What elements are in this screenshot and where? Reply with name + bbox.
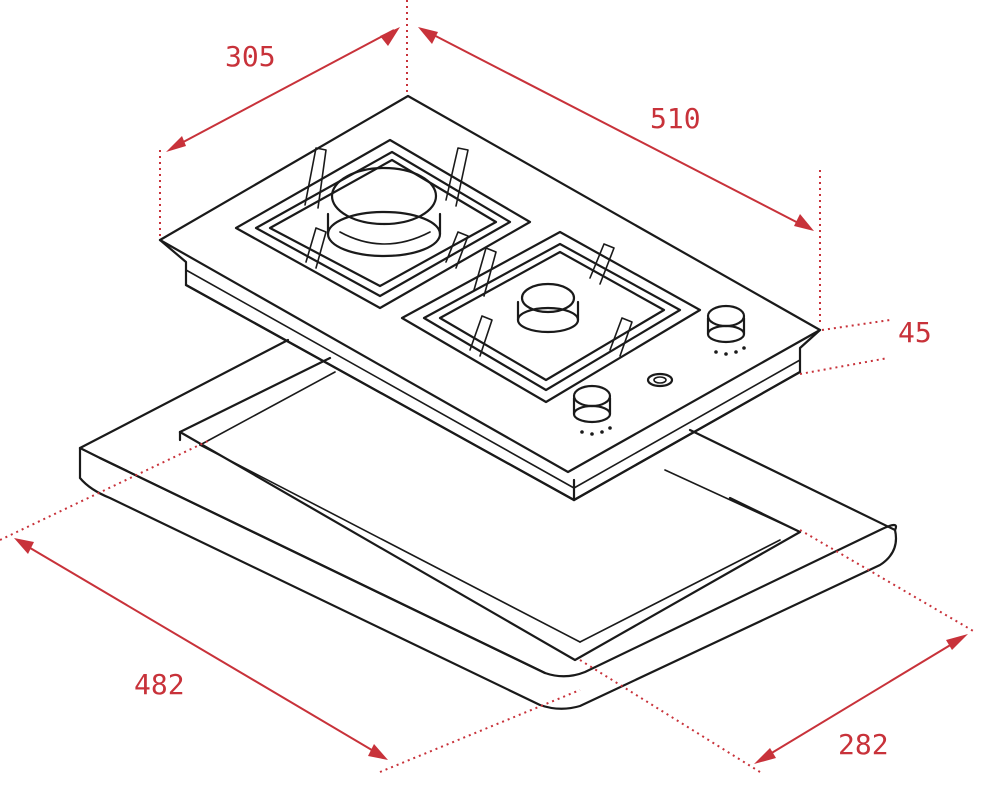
dimension-45: 45 — [799, 316, 932, 375]
dimension-282: 282 — [579, 529, 976, 773]
dimension-45-label: 45 — [898, 316, 932, 349]
dimension-305-label: 305 — [225, 40, 276, 73]
dimension-510: 510 — [418, 27, 821, 326]
dimension-282-label: 282 — [838, 728, 889, 761]
hob-body — [158, 94, 822, 502]
large-burner — [326, 166, 442, 258]
dimension-482-label: 482 — [134, 668, 185, 701]
small-burner — [516, 282, 580, 334]
right-control-knob — [706, 304, 746, 356]
dimension-305: 305 — [159, 0, 408, 236]
left-control-knob — [572, 384, 612, 436]
ignition-button — [646, 372, 674, 388]
dimension-510-label: 510 — [650, 102, 701, 135]
dimension-482: 482 — [0, 439, 581, 773]
small-burner-pan-support — [400, 230, 702, 404]
countertop-frame — [78, 338, 898, 710]
